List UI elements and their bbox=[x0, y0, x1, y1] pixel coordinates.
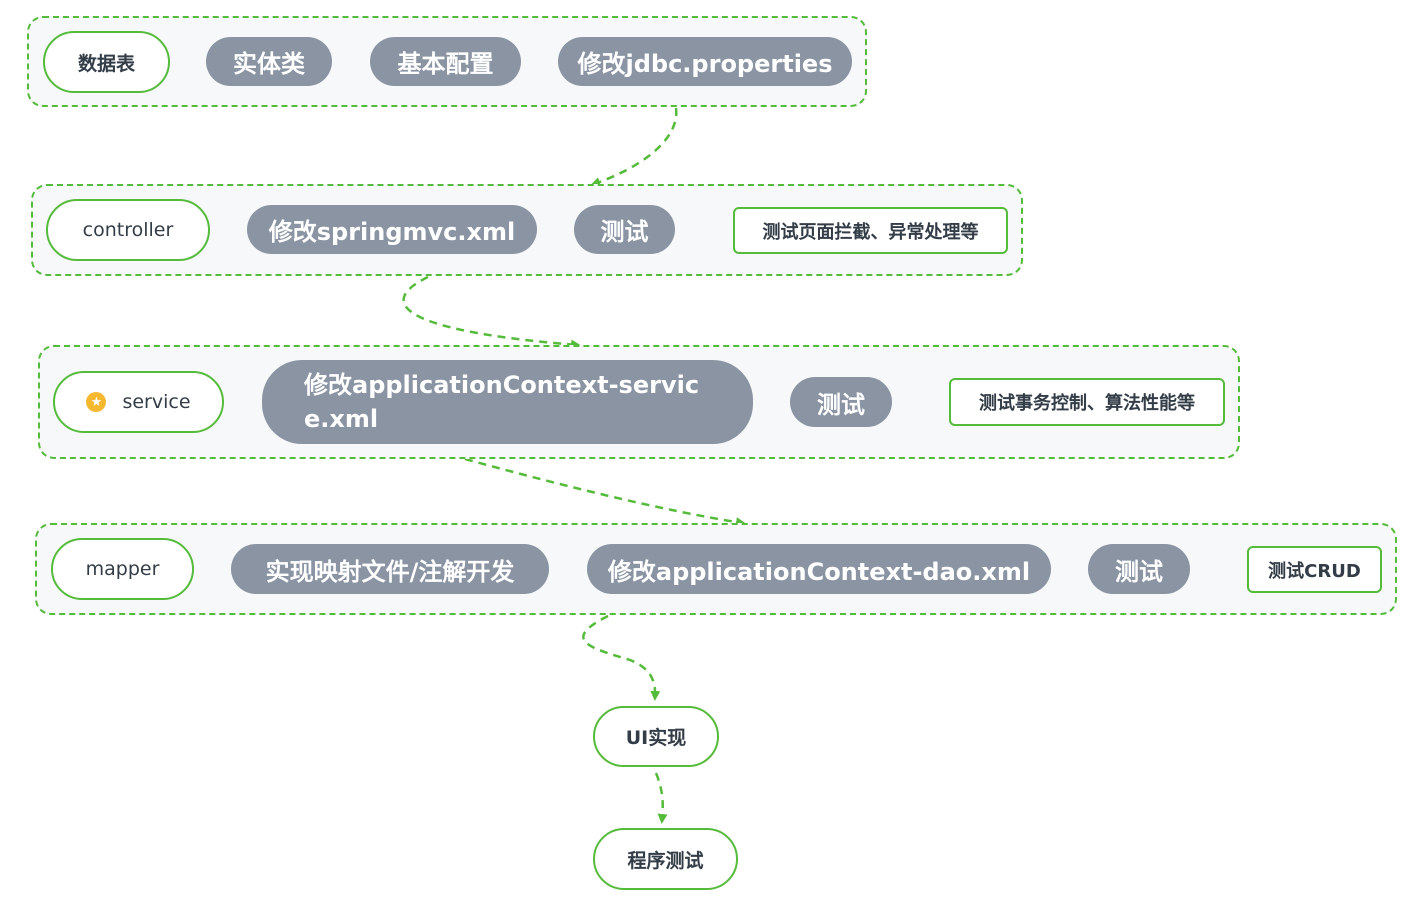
step-test[interactable]: 测试 bbox=[790, 377, 892, 427]
step-label: 测试 bbox=[600, 218, 649, 246]
row-connector-lines bbox=[170, 61, 1088, 570]
root-node-data-table[interactable]: 数据表 bbox=[43, 31, 170, 93]
step-label: 修改springmvc.xml bbox=[268, 218, 516, 246]
step-label: 测试 bbox=[1115, 557, 1163, 586]
note-label: 测试页面拦截、异常处理等 bbox=[762, 221, 979, 243]
flow-arrow-5 bbox=[654, 772, 668, 824]
step-test[interactable]: 测试 bbox=[1088, 544, 1190, 594]
step-mapping-files[interactable]: 实现映射文件/注解开发 bbox=[231, 544, 549, 594]
root-node-label: mapper bbox=[85, 558, 160, 580]
root-node-mapper[interactable]: mapper bbox=[51, 538, 194, 600]
flow-node-label: 程序测试 bbox=[627, 849, 704, 872]
step-label: 修改jdbc.properties bbox=[577, 50, 833, 78]
step-label: 修改applicationContext-dao.xml bbox=[607, 557, 1031, 586]
flow-node-program-test[interactable]: 程序测试 bbox=[593, 828, 738, 890]
flow-arrow-3 bbox=[464, 457, 746, 527]
note-label: 测试CRUD bbox=[1268, 560, 1361, 582]
star-icon: ★ bbox=[86, 392, 107, 412]
step-edit-springmvc[interactable]: 修改springmvc.xml bbox=[247, 205, 537, 254]
step-label: 测试 bbox=[817, 390, 865, 419]
step-basic-config[interactable]: 基本配置 bbox=[370, 37, 521, 86]
step-label: 修改applicationContext-service.xml bbox=[304, 371, 700, 433]
flow-node-label: UI实现 bbox=[625, 727, 687, 749]
root-node-controller[interactable]: controller bbox=[46, 199, 210, 261]
step-edit-jdbc[interactable]: 修改jdbc.properties bbox=[558, 37, 852, 86]
step-test[interactable]: 测试 bbox=[574, 205, 675, 254]
root-node-label: service bbox=[122, 391, 191, 413]
note-label: 测试事务控制、算法性能等 bbox=[979, 393, 1195, 414]
note-controller-test: 测试页面拦截、异常处理等 bbox=[733, 207, 1008, 254]
flow-arrow-2 bbox=[402, 275, 581, 350]
step-entity-class[interactable]: 实体类 bbox=[206, 37, 332, 86]
note-service-test: 测试事务控制、算法性能等 bbox=[949, 378, 1225, 426]
flow-arrow-1 bbox=[590, 107, 678, 187]
step-edit-app-context-service[interactable]: 修改applicationContext-service.xml bbox=[262, 360, 753, 444]
flow-node-ui[interactable]: UI实现 bbox=[593, 706, 719, 767]
root-node-label: 数据表 bbox=[77, 52, 135, 75]
root-node-label: controller bbox=[82, 219, 174, 241]
note-mapper-test: 测试CRUD bbox=[1247, 546, 1382, 593]
step-label: 实现映射文件/注解开发 bbox=[265, 557, 515, 586]
step-label: 基本配置 bbox=[397, 50, 494, 78]
step-edit-app-context-dao[interactable]: 修改applicationContext-dao.xml bbox=[587, 544, 1051, 594]
step-label: 实体类 bbox=[233, 50, 305, 78]
flow-arrows bbox=[402, 107, 746, 824]
root-node-service[interactable]: ★ service bbox=[53, 371, 224, 433]
flow-arrow-4 bbox=[582, 614, 661, 701]
